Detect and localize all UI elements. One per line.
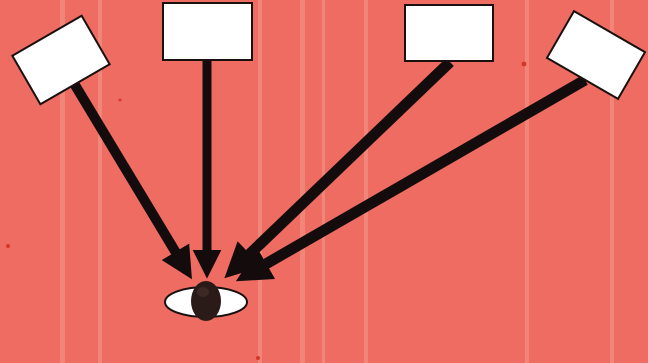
- panel-3: [405, 5, 493, 61]
- panel-2: [163, 3, 252, 60]
- viewer-head-icon: [191, 281, 221, 321]
- viewer-head-highlight: [197, 287, 209, 297]
